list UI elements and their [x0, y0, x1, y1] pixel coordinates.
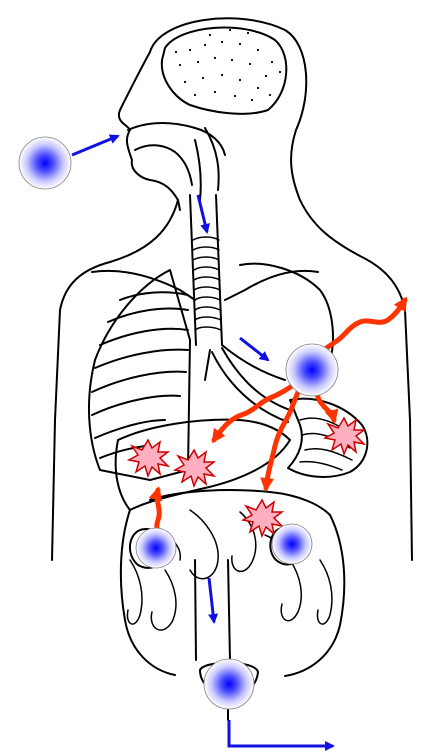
radioactive-particle-icon — [272, 524, 312, 564]
damage-burst-icon — [129, 440, 168, 476]
blue-arrow-icon — [229, 720, 333, 746]
radioactive-particle-icon — [136, 528, 176, 568]
damage-burst-icon — [325, 418, 364, 454]
oral-cavity — [135, 145, 192, 185]
blue-arrow-icon — [198, 195, 207, 232]
radiation-wave-icon — [266, 388, 300, 488]
trachea-rings — [193, 237, 221, 330]
radioactive-particle-icon — [204, 659, 254, 709]
radioactive-particle-icon — [286, 344, 338, 396]
blue-arrow-icon — [72, 136, 118, 155]
clavicle-right — [225, 271, 318, 300]
brain — [162, 28, 287, 114]
blue-arrow-icon — [240, 338, 268, 360]
radiation-wave-icon — [214, 380, 300, 440]
brain-texture — [175, 29, 281, 101]
body-outline — [52, 18, 412, 720]
face-outline — [119, 52, 180, 210]
radioactive-particle-icon — [19, 137, 71, 189]
radiation-emissions — [157, 300, 405, 548]
clavicle-left — [92, 271, 195, 300]
head-outline — [150, 18, 412, 560]
blue-arrow-icon — [209, 578, 214, 622]
ribs-left — [92, 292, 188, 458]
transport-arrows — [72, 136, 333, 746]
damage-burst-icon — [175, 450, 214, 486]
